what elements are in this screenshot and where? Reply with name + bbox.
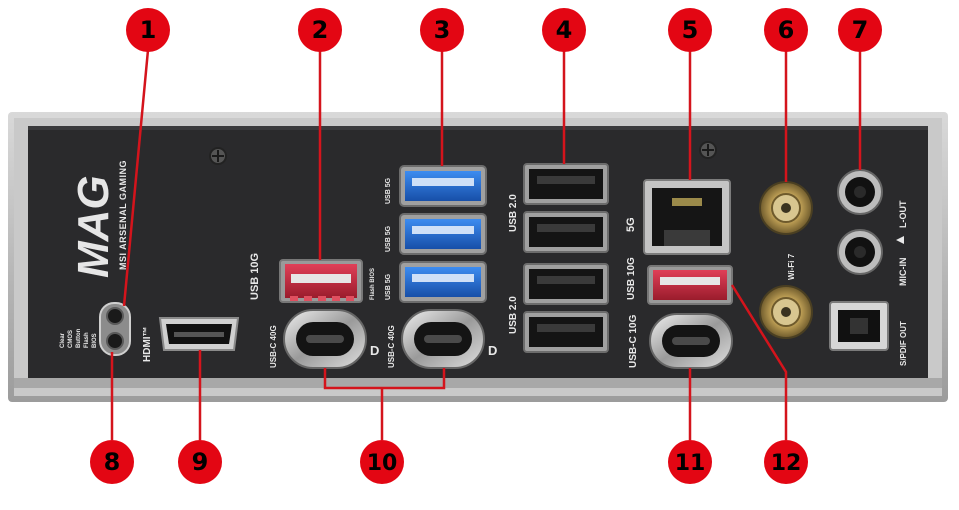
usb-10g-label-right: USB 10G (626, 257, 637, 300)
mag-logo-text: MAG (69, 175, 118, 278)
callout-9: 9 (178, 440, 222, 484)
callout-number: 8 (104, 448, 121, 476)
callout-number: 5 (682, 16, 699, 44)
callout-circle (838, 8, 882, 52)
wifi-label: Wi-Fi 7 (787, 253, 796, 280)
clear-cmos-label-1: Clear (60, 332, 66, 348)
spdif-out-port: S/PDIF OUT (829, 301, 908, 366)
clear-cmos-label-2: CMOS (68, 330, 74, 348)
displayport-icon: D (488, 343, 497, 358)
usb-5g-port-1: USB 5G (385, 165, 487, 207)
usb-5g-label-3: USB 5G (385, 273, 392, 300)
callout-circle (764, 8, 808, 52)
usb-10g-label-left: USB 10G (249, 253, 261, 300)
callout-circle (126, 8, 170, 52)
spdif-label: S/PDIF OUT (899, 321, 908, 366)
screw-icon (209, 147, 227, 165)
mic-in-jack (837, 229, 883, 275)
line-out-label: L-OUT (898, 200, 908, 228)
usb2-port-1 (523, 163, 609, 205)
usb-c-40g-label-b: USB-C 40G (387, 325, 396, 368)
callout-circle (668, 440, 712, 484)
callout-circle (668, 8, 712, 52)
callout-number: 3 (434, 16, 451, 44)
callout-number: 7 (852, 16, 869, 44)
usb2-port-4 (523, 311, 609, 353)
callout-circle (764, 440, 808, 484)
usb-10g-port-left: USB 10G Flash BIOS (249, 253, 376, 303)
callout-8: 8 (90, 440, 134, 484)
callout-number: 4 (556, 16, 573, 44)
callout-line-1 (122, 49, 150, 307)
flash-bios-port-label: Flash BIOS (370, 268, 376, 300)
usb-c-10g-label: USB-C 10G (628, 314, 639, 368)
callout-number: 10 (367, 451, 398, 476)
lan-5g-port: 5G (625, 179, 731, 255)
callout-circle (360, 440, 404, 484)
callout-5: 5 (668, 8, 712, 52)
callout-leader-lines (110, 49, 862, 440)
callout-circle (298, 8, 342, 52)
callout-number: 11 (675, 451, 706, 476)
audio-icon (896, 236, 904, 244)
callout-circle (542, 8, 586, 52)
usb-10g-port-right: USB 10G (626, 257, 733, 305)
flash-bios-label-2: BIOS (92, 333, 98, 348)
usb-5g-label-1: USB 5G (385, 177, 392, 204)
flash-bios-label-1: Flash (84, 332, 90, 348)
hdmi-label: HDMI™ (142, 326, 153, 362)
callout-1: 1 (126, 8, 170, 52)
callout-number: 12 (771, 451, 802, 476)
usb-5g-port-3: USB 5G (385, 261, 487, 303)
usb-5g-port-2: USB 5G (385, 213, 487, 255)
usb-c-40g-label-a: USB-C 40G (269, 325, 278, 368)
callout-number: 1 (140, 16, 157, 44)
usb2-port-3 (523, 263, 609, 305)
flash-bios-button[interactable] (106, 332, 124, 350)
brand-tagline: MSI ARSENAL GAMING (118, 160, 128, 270)
screw-icon (699, 141, 717, 159)
callout-4: 4 (542, 8, 586, 52)
callout-bracket-10 (323, 368, 446, 390)
usb2-port-2 (523, 211, 609, 253)
callout-number: 6 (778, 16, 795, 44)
usb-5g-label-2: USB 5G (385, 225, 392, 252)
callout-7: 7 (838, 8, 882, 52)
mic-in-label: MIC-IN (898, 258, 908, 287)
usb-c-40g-port-b: USB-C 40G D (387, 309, 497, 369)
callout-number: 9 (192, 448, 209, 476)
callout-10: 10 (360, 440, 404, 484)
clear-cmos-label-3: Button (76, 328, 82, 348)
usb-c-40g-port-a: USB-C 40G D (269, 309, 379, 369)
callout-6: 6 (764, 8, 808, 52)
callout-number: 2 (312, 16, 329, 44)
callout-3: 3 (420, 8, 464, 52)
bios-buttons: Clear CMOS Button Flash BIOS (60, 302, 131, 356)
callout-circle (178, 440, 222, 484)
line-out-jack (837, 169, 883, 215)
callout-circle (420, 8, 464, 52)
wifi-antenna-connector-2 (759, 285, 813, 339)
hdmi-port: HDMI™ (142, 317, 240, 362)
callout-2: 2 (298, 8, 342, 52)
callout-11: 11 (668, 440, 712, 484)
clear-cmos-button[interactable] (106, 307, 124, 325)
usb2-label-bottom: USB 2.0 (508, 296, 519, 334)
callout-circle (90, 440, 134, 484)
lan-5g-label: 5G (625, 217, 637, 232)
callout-line-12 (730, 284, 788, 440)
wifi-antenna-connector-1 (759, 181, 813, 235)
msi-mag-logo: MAG MSI ARSENAL GAMING (69, 160, 128, 278)
callout-12: 12 (764, 440, 808, 484)
displayport-icon: D (370, 343, 379, 358)
usb2-label-top: USB 2.0 (508, 194, 519, 232)
